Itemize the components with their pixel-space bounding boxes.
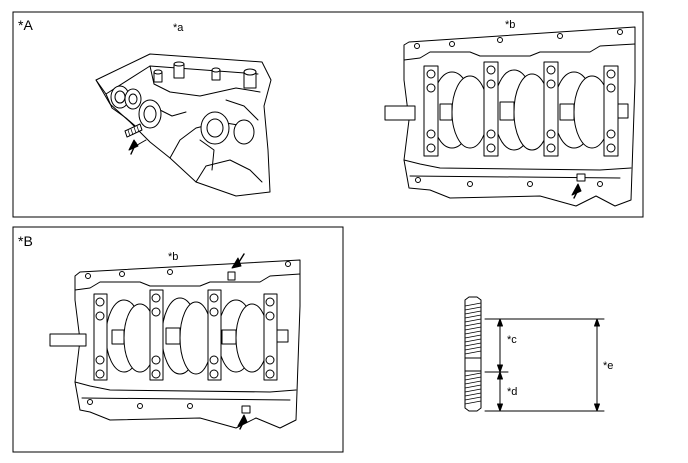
cylinder-block-partial-view — [95, 53, 272, 197]
crankshaft-b — [49, 297, 289, 375]
crankshaft-a — [384, 69, 629, 151]
callout-b-panel-a: *b — [505, 19, 515, 31]
callout-a: *a — [173, 22, 184, 34]
stud-bolt-detail: *c *d *e — [464, 296, 613, 412]
stud-bolt — [464, 296, 482, 412]
bearing-caps-b — [93, 289, 278, 381]
panel-a: *A *a *b — [12, 11, 644, 218]
callout-b-panel-b: *b — [168, 251, 178, 263]
cylinder-block-full-view-a — [384, 26, 636, 207]
panel-b-frame — [12, 226, 344, 453]
cylinder-block-full-view-b — [49, 253, 301, 430]
panel-b: *B *b — [12, 226, 344, 453]
panel-a-label: *A — [18, 17, 33, 33]
panel-b-label: *B — [18, 233, 33, 249]
panel-a-frame — [12, 11, 644, 218]
bearing-caps-a — [423, 61, 619, 157]
callout-c: *c — [507, 334, 517, 346]
callout-d: *d — [507, 386, 517, 398]
callout-e: *e — [603, 360, 613, 372]
